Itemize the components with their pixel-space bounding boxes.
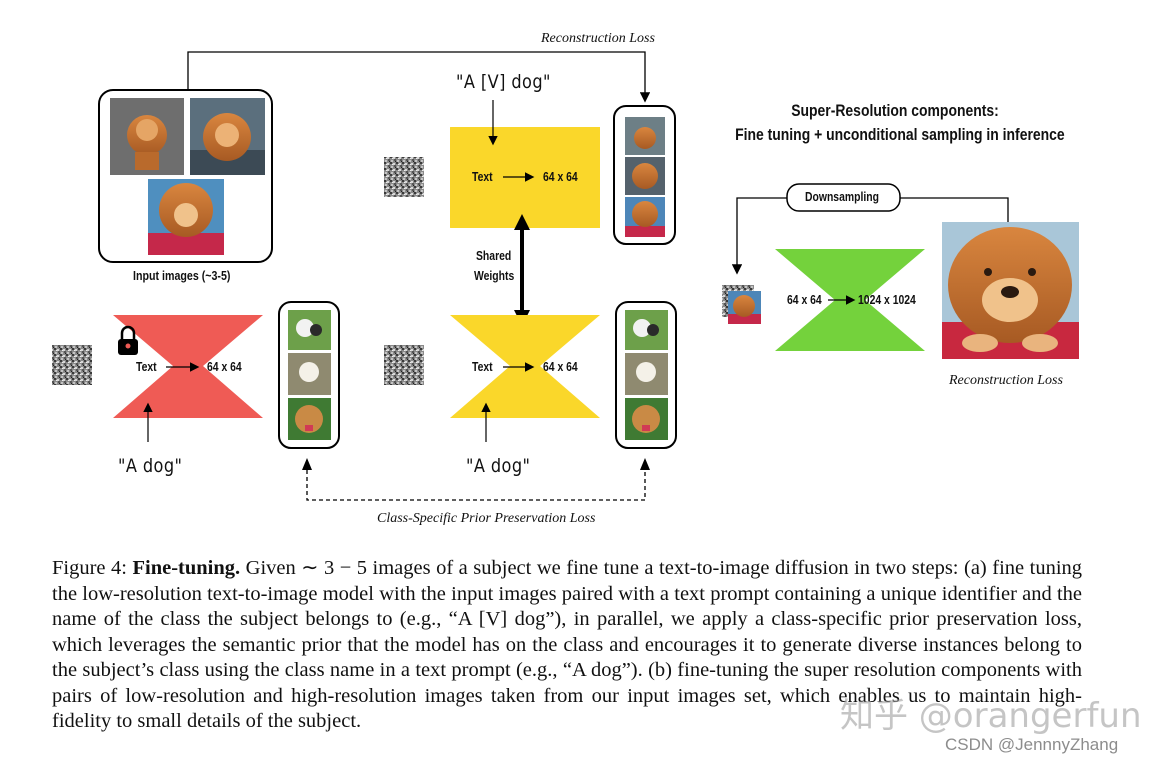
sr-reconstruction-loss-label: Reconstruction Loss [949, 373, 1063, 388]
prior-preservation-loss-label: Class-Specific Prior Preservation Loss [377, 511, 596, 526]
super-resolution-model [775, 249, 925, 351]
output-dog-photo-top-1 [625, 117, 665, 155]
input-dog-photo-2 [190, 98, 265, 175]
prompt-a-dog-left: "A dog" [118, 455, 183, 477]
prompt-av-dog: "A [V] dog" [456, 71, 551, 93]
input-images-box [98, 89, 273, 263]
input-dog-photo-1 [110, 98, 184, 175]
output-box-bottom-left [278, 301, 340, 449]
frozen-net-text-label: Text [136, 359, 157, 374]
caption-title: Fine-tuning. [132, 557, 241, 579]
csdn-watermark: CSDN @JennnyZhang [945, 735, 1119, 754]
shared-weights-label-1: Shared [476, 248, 512, 263]
top-net-output-res: 64 x 64 [543, 169, 578, 184]
shared-weights-arrow [514, 214, 530, 326]
input-dog-photo-3 [148, 179, 224, 255]
figure-caption: Figure 4: Fine-tuning. Given ∼ 3 − 5 ima… [52, 556, 1082, 735]
caption-body: Given ∼ 3 − 5 images of a subject we fin… [52, 557, 1083, 732]
prior-preservation-loss-connector [302, 458, 650, 501]
top-net-text-label: Text [472, 169, 493, 184]
output-dog-photo-top-3 [625, 197, 665, 237]
downsampling-label: Downsampling [805, 189, 879, 204]
output-dog-photo-top-2 [625, 157, 665, 195]
output-dog-photo-br-1 [625, 310, 668, 350]
sr-title-line2: Fine tuning + unconditional sampling in … [735, 125, 1065, 144]
output-dog-photo-bl-1 [288, 310, 331, 350]
output-box-top [613, 105, 676, 245]
top-reconstruction-loss-connector [187, 51, 651, 103]
zhihu-watermark: 知乎 @orangerfun [840, 696, 1142, 736]
sr-net-output-res: 1024 x 1024 [858, 292, 916, 307]
finetune-model-bottom [450, 315, 600, 418]
noise-input-top [384, 157, 424, 197]
output-dog-photo-bl-2 [288, 353, 331, 395]
low-res-dog-image [722, 285, 761, 324]
input-images-label: Input images (~3-5) [133, 268, 231, 283]
downsampling-connector-right [900, 197, 1009, 222]
finetune-model-top [450, 127, 600, 228]
output-dog-photo-br-2 [625, 353, 668, 395]
output-dog-photo-bl-3 [288, 398, 331, 440]
prompt-a-dog-right: "A dog" [466, 455, 531, 477]
shared-weights-label-2: Weights [474, 268, 515, 283]
sr-title-line1: Super-Resolution components: [791, 101, 999, 120]
high-res-dog-image [942, 222, 1079, 359]
bottom-net-output-res: 64 x 64 [543, 359, 578, 374]
noise-input-bottom-left [52, 345, 92, 385]
output-dog-photo-br-3 [625, 398, 668, 440]
fine-tuning-diagram [52, 51, 1079, 501]
noise-input-bottom-middle [384, 345, 424, 385]
top-reconstruction-loss-label: Reconstruction Loss [541, 31, 655, 46]
lock-icon [118, 325, 138, 355]
output-box-bottom-right [615, 301, 677, 449]
downsampling-connector-left [731, 197, 787, 275]
sr-net-input-res: 64 x 64 [787, 292, 822, 307]
caption-figure-label: Figure 4: [52, 557, 127, 579]
frozen-net-output-res: 64 x 64 [207, 359, 242, 374]
bottom-net-text-label: Text [472, 359, 493, 374]
frozen-model-bottom [113, 315, 263, 418]
